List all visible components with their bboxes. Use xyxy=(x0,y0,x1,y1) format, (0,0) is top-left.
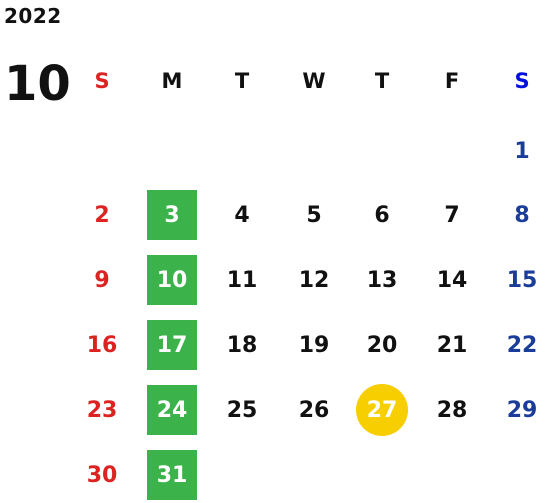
day-cell[interactable]: 5 xyxy=(306,202,322,228)
day-cell[interactable]: 17 xyxy=(147,320,197,370)
day-cell[interactable]: 14 xyxy=(436,267,468,293)
day-cell[interactable]: 29 xyxy=(506,397,538,423)
year-label: 2022 xyxy=(4,4,62,28)
day-cell[interactable]: 4 xyxy=(234,202,250,228)
day-cell[interactable]: 6 xyxy=(374,202,390,228)
weekday-header-fri: F xyxy=(444,69,460,93)
month-label: 10 xyxy=(4,56,71,112)
day-cell[interactable]: 9 xyxy=(94,267,110,293)
day-cell[interactable]: 12 xyxy=(298,267,330,293)
weekday-header-mon: M xyxy=(161,69,183,93)
day-cell[interactable]: 10 xyxy=(147,255,197,305)
day-cell[interactable]: 31 xyxy=(147,450,197,500)
day-cell[interactable]: 18 xyxy=(226,332,258,358)
weekday-header-thu: T xyxy=(374,69,390,93)
day-cell[interactable]: 8 xyxy=(514,202,530,228)
weekday-header-sat: S xyxy=(514,69,530,93)
day-cell[interactable]: 1 xyxy=(514,138,530,164)
day-cell[interactable]: 13 xyxy=(366,267,398,293)
weekday-header-tue: T xyxy=(234,69,250,93)
day-cell[interactable]: 21 xyxy=(436,332,468,358)
day-cell[interactable]: 20 xyxy=(366,332,398,358)
day-cell[interactable]: 3 xyxy=(147,190,197,240)
day-cell[interactable]: 16 xyxy=(86,332,118,358)
day-cell[interactable]: 19 xyxy=(298,332,330,358)
weekday-header-sun: S xyxy=(94,69,110,93)
day-cell[interactable]: 24 xyxy=(147,385,197,435)
day-cell[interactable]: 2 xyxy=(94,202,110,228)
weekday-header-wed: W xyxy=(302,69,326,93)
today-day-cell[interactable]: 27 xyxy=(356,384,408,436)
day-cell[interactable]: 22 xyxy=(506,332,538,358)
day-cell[interactable]: 25 xyxy=(226,397,258,423)
day-cell[interactable]: 26 xyxy=(298,397,330,423)
day-cell[interactable]: 23 xyxy=(86,397,118,423)
day-cell[interactable]: 30 xyxy=(86,462,118,488)
day-cell[interactable]: 11 xyxy=(226,267,258,293)
day-cell[interactable]: 7 xyxy=(444,202,460,228)
day-cell[interactable]: 15 xyxy=(506,267,538,293)
day-cell[interactable]: 28 xyxy=(436,397,468,423)
